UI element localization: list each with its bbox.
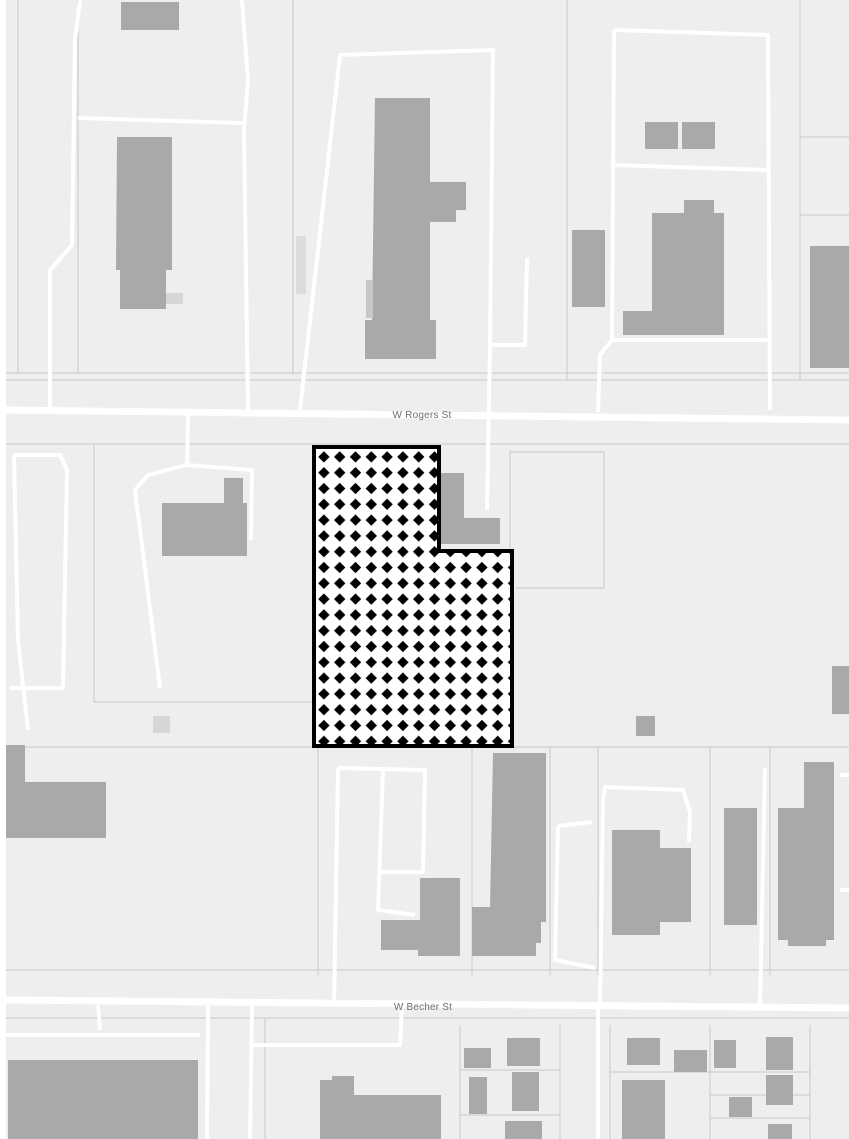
building [381,878,460,956]
road-w-rogers-st [5,406,849,424]
building [682,122,715,149]
parcel-lines [6,0,849,1139]
building [436,473,500,544]
building [714,1040,736,1068]
building [464,1048,491,1068]
building [724,808,757,925]
roads [5,0,849,1139]
building [645,122,678,149]
building [572,230,605,307]
building [778,762,834,946]
map-left-margin [0,0,6,1139]
building-faint [296,236,306,294]
building [810,246,849,368]
building [766,1037,793,1070]
building [507,1038,540,1066]
building [472,753,546,956]
building [6,745,106,838]
building [636,716,655,736]
building [612,830,691,935]
buildings [6,2,849,1139]
building [224,478,243,503]
parcel-highlight-icon[interactable] [312,445,514,748]
building [116,137,172,309]
building [162,503,247,556]
building [320,1076,441,1139]
building [121,2,179,30]
street-label-w-becher-st: W Becher St [394,1002,452,1013]
street-label-w-rogers-st: W Rogers St [393,410,452,421]
building [505,1121,542,1139]
building-faint [153,716,170,733]
building [766,1075,793,1105]
building [8,1060,198,1139]
building [469,1077,487,1114]
building [622,1080,665,1139]
building [768,1124,792,1139]
building [512,1072,539,1111]
building [729,1097,752,1117]
building [832,666,849,714]
building-faint [366,280,373,318]
building-faint [166,293,183,304]
building [365,98,466,359]
building [674,1050,707,1072]
road-w-becher-st [5,996,849,1012]
building [623,200,724,335]
building [627,1038,660,1065]
